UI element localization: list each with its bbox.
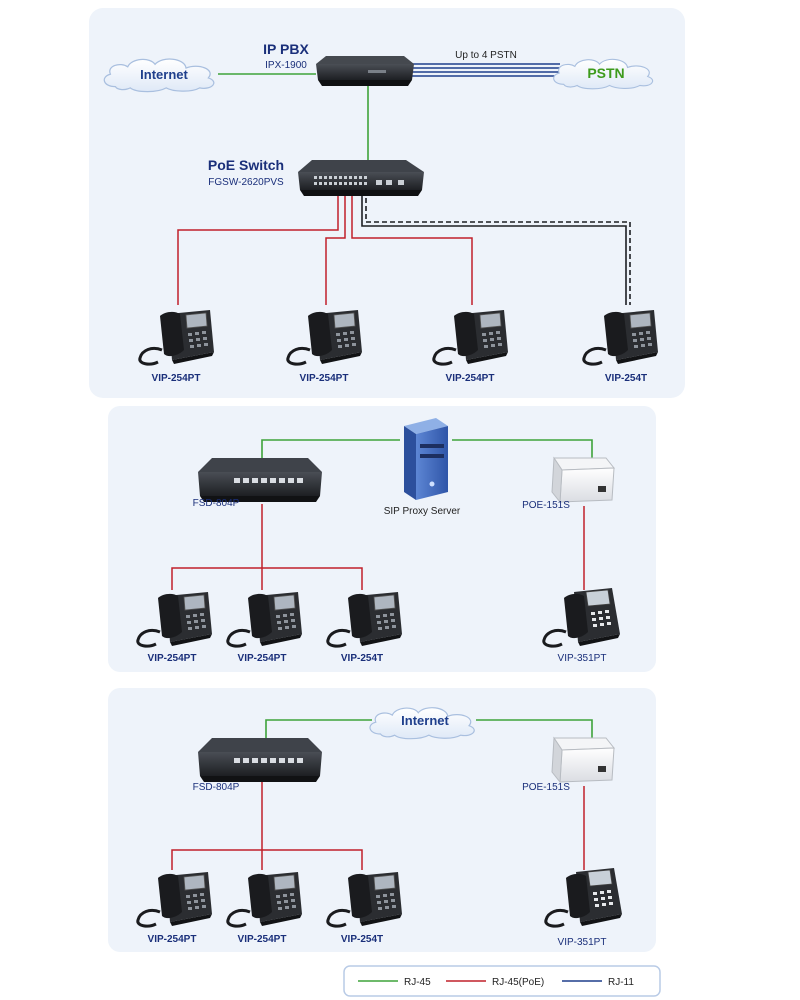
- s2-phone-1-label: VIP-254PT: [148, 653, 197, 664]
- legend-rj45poe-label: RJ-45(PoE): [492, 977, 544, 988]
- s2-switch-label: FSD-804P: [193, 498, 240, 509]
- s3-phone-1-label: VIP-254PT: [148, 934, 197, 945]
- s1-pstn-link-label: Up to 4 PSTN: [455, 50, 517, 61]
- s2-links: [171, 439, 593, 590]
- legend: RJ-45 RJ-45(PoE) RJ-11: [343, 965, 661, 997]
- s3-injector: [551, 737, 615, 783]
- sip-proxy-server: [404, 418, 448, 500]
- s2-phone-2-label: VIP-254PT: [238, 653, 287, 664]
- s1-links: [177, 63, 631, 305]
- s3-switch-label: FSD-804P: [193, 782, 240, 793]
- s2-injector: [551, 457, 615, 503]
- ip-pbx-device: [316, 56, 414, 86]
- legend-box: [343, 965, 661, 997]
- s3-switch: [198, 738, 322, 782]
- s2-switch: [198, 458, 322, 502]
- s2-phone-3-label: VIP-254T: [341, 653, 383, 664]
- s3-remote-phone-label: VIP-351PT: [558, 937, 607, 948]
- s2-injector-label: POE-151S: [522, 500, 570, 511]
- poe-switch-device: [298, 160, 424, 196]
- poe-switch-model: FGSW-2620PVS: [208, 177, 284, 188]
- s1-phone-1-label: VIP-254PT: [152, 373, 201, 384]
- s3-internet-cloud: Internet: [369, 706, 476, 740]
- legend-rj11-label: RJ-11: [608, 977, 634, 988]
- s3-phone-2-label: VIP-254PT: [238, 934, 287, 945]
- panel-scenario-1: [89, 8, 685, 398]
- s1-phone-3-label: VIP-254PT: [446, 373, 495, 384]
- ippbx-title: IP PBX: [263, 41, 309, 57]
- s1-phone-4-label: VIP-254T: [605, 373, 647, 384]
- s1-internet-cloud: Internet: [103, 58, 215, 93]
- s3-internet-label: Internet: [401, 713, 449, 728]
- s1-phone-2-label: VIP-254PT: [300, 373, 349, 384]
- ippbx-model: IPX-1900: [265, 60, 307, 71]
- s1-internet-label: Internet: [140, 67, 188, 82]
- s2-remote-phone-label: VIP-351PT: [558, 653, 607, 664]
- s3-links: [171, 719, 593, 870]
- s2-server-label: SIP Proxy Server: [384, 506, 461, 517]
- legend-rj45-label: RJ-45: [404, 977, 431, 988]
- s1-pstn-label: PSTN: [587, 65, 624, 81]
- s3-phone-3-label: VIP-254T: [341, 934, 383, 945]
- s1-pstn-cloud: PSTN: [552, 58, 654, 90]
- poe-switch-title: PoE Switch: [208, 157, 284, 173]
- s3-injector-label: POE-151S: [522, 782, 570, 793]
